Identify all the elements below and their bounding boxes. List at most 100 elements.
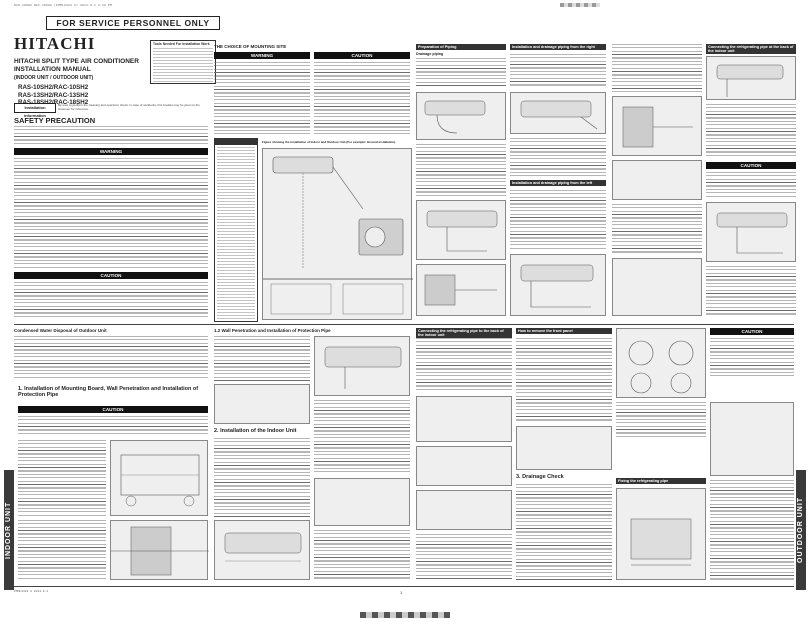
condensed-water-title: Condensed Water Disposal of Outdoor Unit (14, 328, 107, 333)
protection-pipe-diagram (214, 384, 310, 424)
page-number: 1 (400, 590, 403, 595)
indoor-hook-text (314, 530, 410, 580)
rear-drain-diagram (510, 92, 606, 134)
wall-penetration-text (18, 520, 106, 580)
front-panel-tab: How to remove the front panel (516, 328, 612, 334)
refrig-pipe-illustration (716, 64, 784, 97)
mounting-board-illustration (120, 454, 200, 507)
drainage-piping-label: Drainage piping (416, 52, 444, 56)
indoor-unit-illustration (324, 346, 402, 389)
installation-info-text: Be sure to perform the cleaning and oper… (58, 103, 200, 111)
unit-hang-diagram (416, 490, 512, 530)
section-2-title: 2. Installation of the Indoor Unit (214, 428, 297, 434)
indoor-hook-diagram (314, 478, 410, 526)
file-reference: RAS-10SH2 RAC-10SH2 (PMML0328 A) 2014.9.… (14, 4, 113, 7)
wall-connect-text (416, 338, 512, 392)
prep-piping-text (416, 58, 506, 88)
outdoor-notes-text (616, 402, 706, 438)
pipe-bend-illustration (426, 210, 498, 252)
fixing-pipe-tab: Fixing the refrigerating pipe (616, 478, 706, 484)
front-panel-text (516, 338, 612, 422)
installation-diagram (262, 148, 413, 320)
page-divider (14, 324, 794, 325)
fixing-illustration (630, 518, 692, 566)
wall-connect-diagram (416, 396, 512, 442)
indoor-unit-diagram (314, 336, 410, 396)
registration-strip (360, 612, 450, 618)
color-marks (560, 3, 600, 7)
manual-subtitle: INSTALLATION MANUAL (14, 66, 91, 73)
section-2-text (214, 438, 310, 518)
mounting-site-title: THE CHOICE OF MOUNTING SITE (214, 44, 287, 49)
model-item: RAS-18SH2/RAC-18SH2 (18, 99, 89, 106)
drainage-check-text (516, 484, 612, 580)
mounting-board-text (18, 440, 106, 516)
connecting-text (706, 104, 796, 156)
caution-text (14, 282, 208, 318)
caution-bar: CAUTION (706, 162, 796, 169)
mounting-site-warning-text (214, 62, 310, 134)
front-panel-illustration (224, 532, 302, 562)
warning-text (14, 158, 208, 268)
installation-figure-title: Figure showing the installation of Indoo… (262, 140, 396, 144)
wall-penetration-illustration (111, 526, 209, 576)
caution-text (706, 172, 796, 198)
outdoor-unit-side-tab: OUTDOOR UNIT (796, 470, 806, 590)
warning-bar: WARNING (14, 148, 208, 155)
flare-illustration (716, 212, 788, 254)
model-item: RAS-13SH2/RAC-13SH2 (18, 91, 89, 99)
section-1-2-text (214, 336, 310, 382)
rear-drain-notes (510, 138, 606, 178)
manual-title: HITACHI SPLIT TYPE AIR CONDITIONER (14, 58, 139, 65)
drainage-check-title: 3. Drainage Check (516, 474, 564, 480)
piping-notes (416, 144, 506, 196)
outdoor-caution-text (710, 338, 794, 378)
indoor-unit-side-tab: INDOOR UNIT (4, 470, 14, 590)
wall-penetration-diagram (110, 520, 209, 580)
flaring-text (612, 204, 702, 254)
mounting-site-caution-text (314, 62, 410, 134)
drainage-diagram (416, 92, 506, 140)
wall-hole-diagram (612, 96, 702, 156)
piping-check-diagram (616, 328, 706, 398)
piping-check-illustration (628, 340, 694, 394)
brand-logo: HITACHI (14, 34, 96, 53)
left-drain-text (510, 190, 606, 250)
caution-bar: CAUTION (314, 52, 410, 59)
service-banner: FOR SERVICE PERSONNEL ONLY (46, 16, 220, 30)
front-panel-remove-diagram (516, 426, 612, 470)
left-drain-diagram (510, 254, 606, 316)
wall-pipe-diagram (416, 264, 506, 316)
left-drain-tab: Installation and drainage piping from th… (510, 180, 606, 186)
installation-info-label: Installation information (14, 103, 56, 118)
installation-illustration (263, 156, 413, 315)
footer-reference: PMML0328 A 2014.9.1 (14, 590, 49, 593)
warning-bar: WARNING (214, 52, 310, 59)
final-connect-text (706, 266, 796, 316)
refrig-pipe-diagram (706, 56, 796, 100)
piping-bundle-diagram (612, 258, 702, 316)
safety-intro-text (14, 126, 208, 144)
outdoor-space-diagram (710, 402, 794, 476)
safety-title: SAFETY PRECAUTION (14, 116, 96, 125)
connecting-tab: Connecting the refrigerating pipe at the… (706, 44, 796, 54)
mounting-board-diagram (110, 440, 208, 516)
unit-hang-text (416, 534, 512, 580)
drainage-illustration (424, 100, 486, 134)
tools-box-title: Tools Needed For Installation Work (153, 42, 210, 46)
front-panel-diagram (214, 520, 310, 580)
refrig-pipe-text (612, 44, 702, 92)
model-item: RAS-10SH2/RAC-10SH2 (18, 84, 89, 91)
wall-pipe-illustration (424, 274, 497, 306)
wall-hole-illustration (622, 106, 693, 148)
rear-drain-illustration (520, 100, 598, 130)
wall-connect-tab: Connecting the refrigerating pipe to the… (416, 328, 512, 338)
caution-bar: CAUTION (18, 406, 208, 413)
pipe-bending-diagram (416, 200, 506, 260)
section-1-caution-text (18, 416, 208, 436)
tools-box: Tools Needed For Installation Work (150, 40, 216, 84)
caution-bar: CAUTION (710, 328, 794, 335)
section-1-title: 1. Installation of Mounting Board, Wall … (18, 386, 199, 398)
rear-drain-text (510, 54, 606, 88)
tape-wrap-diagram (416, 446, 512, 486)
